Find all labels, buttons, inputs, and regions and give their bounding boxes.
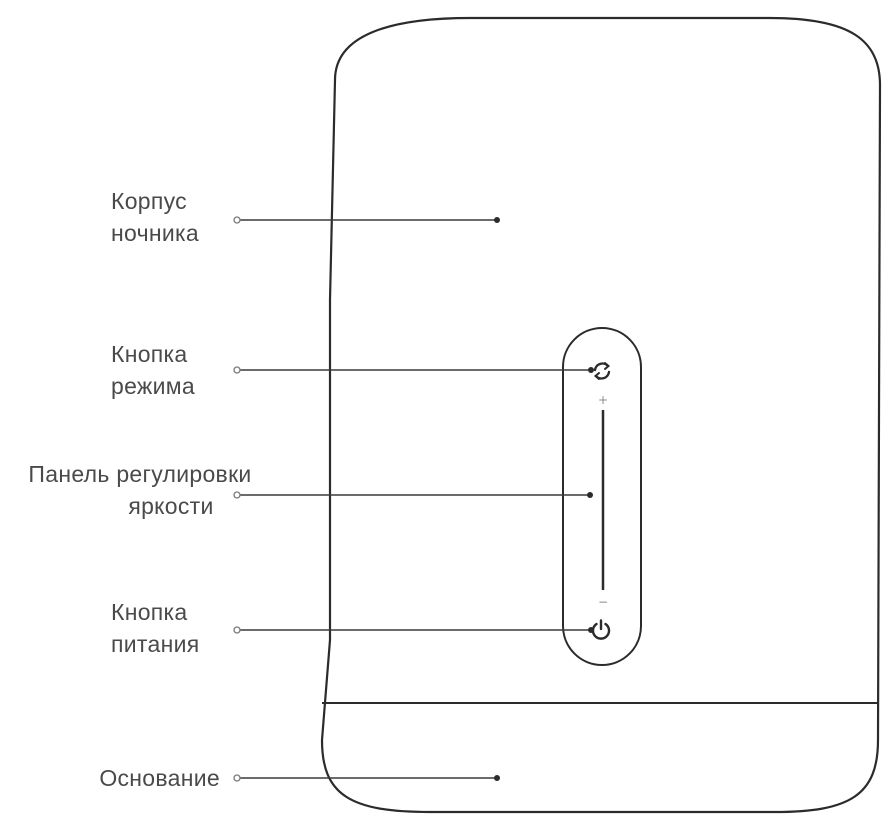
label-power-line1: Кнопка <box>111 599 188 625</box>
leader-end-brightness <box>587 492 593 498</box>
label-body: Корпус ночника <box>111 185 199 249</box>
label-power-line2: питания <box>111 631 200 657</box>
label-base-line1: Основание <box>99 765 220 791</box>
leader-start-brightness <box>233 491 241 499</box>
leader-end-power <box>588 627 594 633</box>
label-brightness-panel: Панель регулировки яркости <box>4 458 276 522</box>
label-base: Основание <box>60 762 220 794</box>
leader-end-markers <box>494 217 594 781</box>
leader-end-base <box>494 775 500 781</box>
label-brightness-line2: яркости <box>128 493 214 519</box>
label-mode-line1: Кнопка <box>111 341 188 367</box>
leader-start-power <box>233 626 241 634</box>
label-power-button: Кнопка питания <box>111 596 199 660</box>
label-mode-line2: режима <box>111 373 195 399</box>
minus-sign: − <box>598 595 608 609</box>
label-body-line2: ночника <box>111 220 199 246</box>
lamp-body-outline <box>320 16 882 814</box>
leader-lines <box>239 219 591 779</box>
power-icon <box>591 619 611 640</box>
label-brightness-line1: Панель регулировки <box>28 461 252 487</box>
leader-end-body <box>494 217 500 223</box>
leader-start-markers <box>233 216 241 782</box>
refresh-icon <box>593 362 611 380</box>
leader-start-base <box>233 774 241 782</box>
plus-sign: + <box>598 393 608 407</box>
label-mode-button: Кнопка режима <box>111 338 195 402</box>
label-body-line1: Корпус <box>111 188 187 214</box>
leader-start-mode <box>233 366 241 374</box>
leader-start-body <box>233 216 241 224</box>
leader-end-mode <box>588 367 594 373</box>
control-panel-outline <box>562 327 642 666</box>
